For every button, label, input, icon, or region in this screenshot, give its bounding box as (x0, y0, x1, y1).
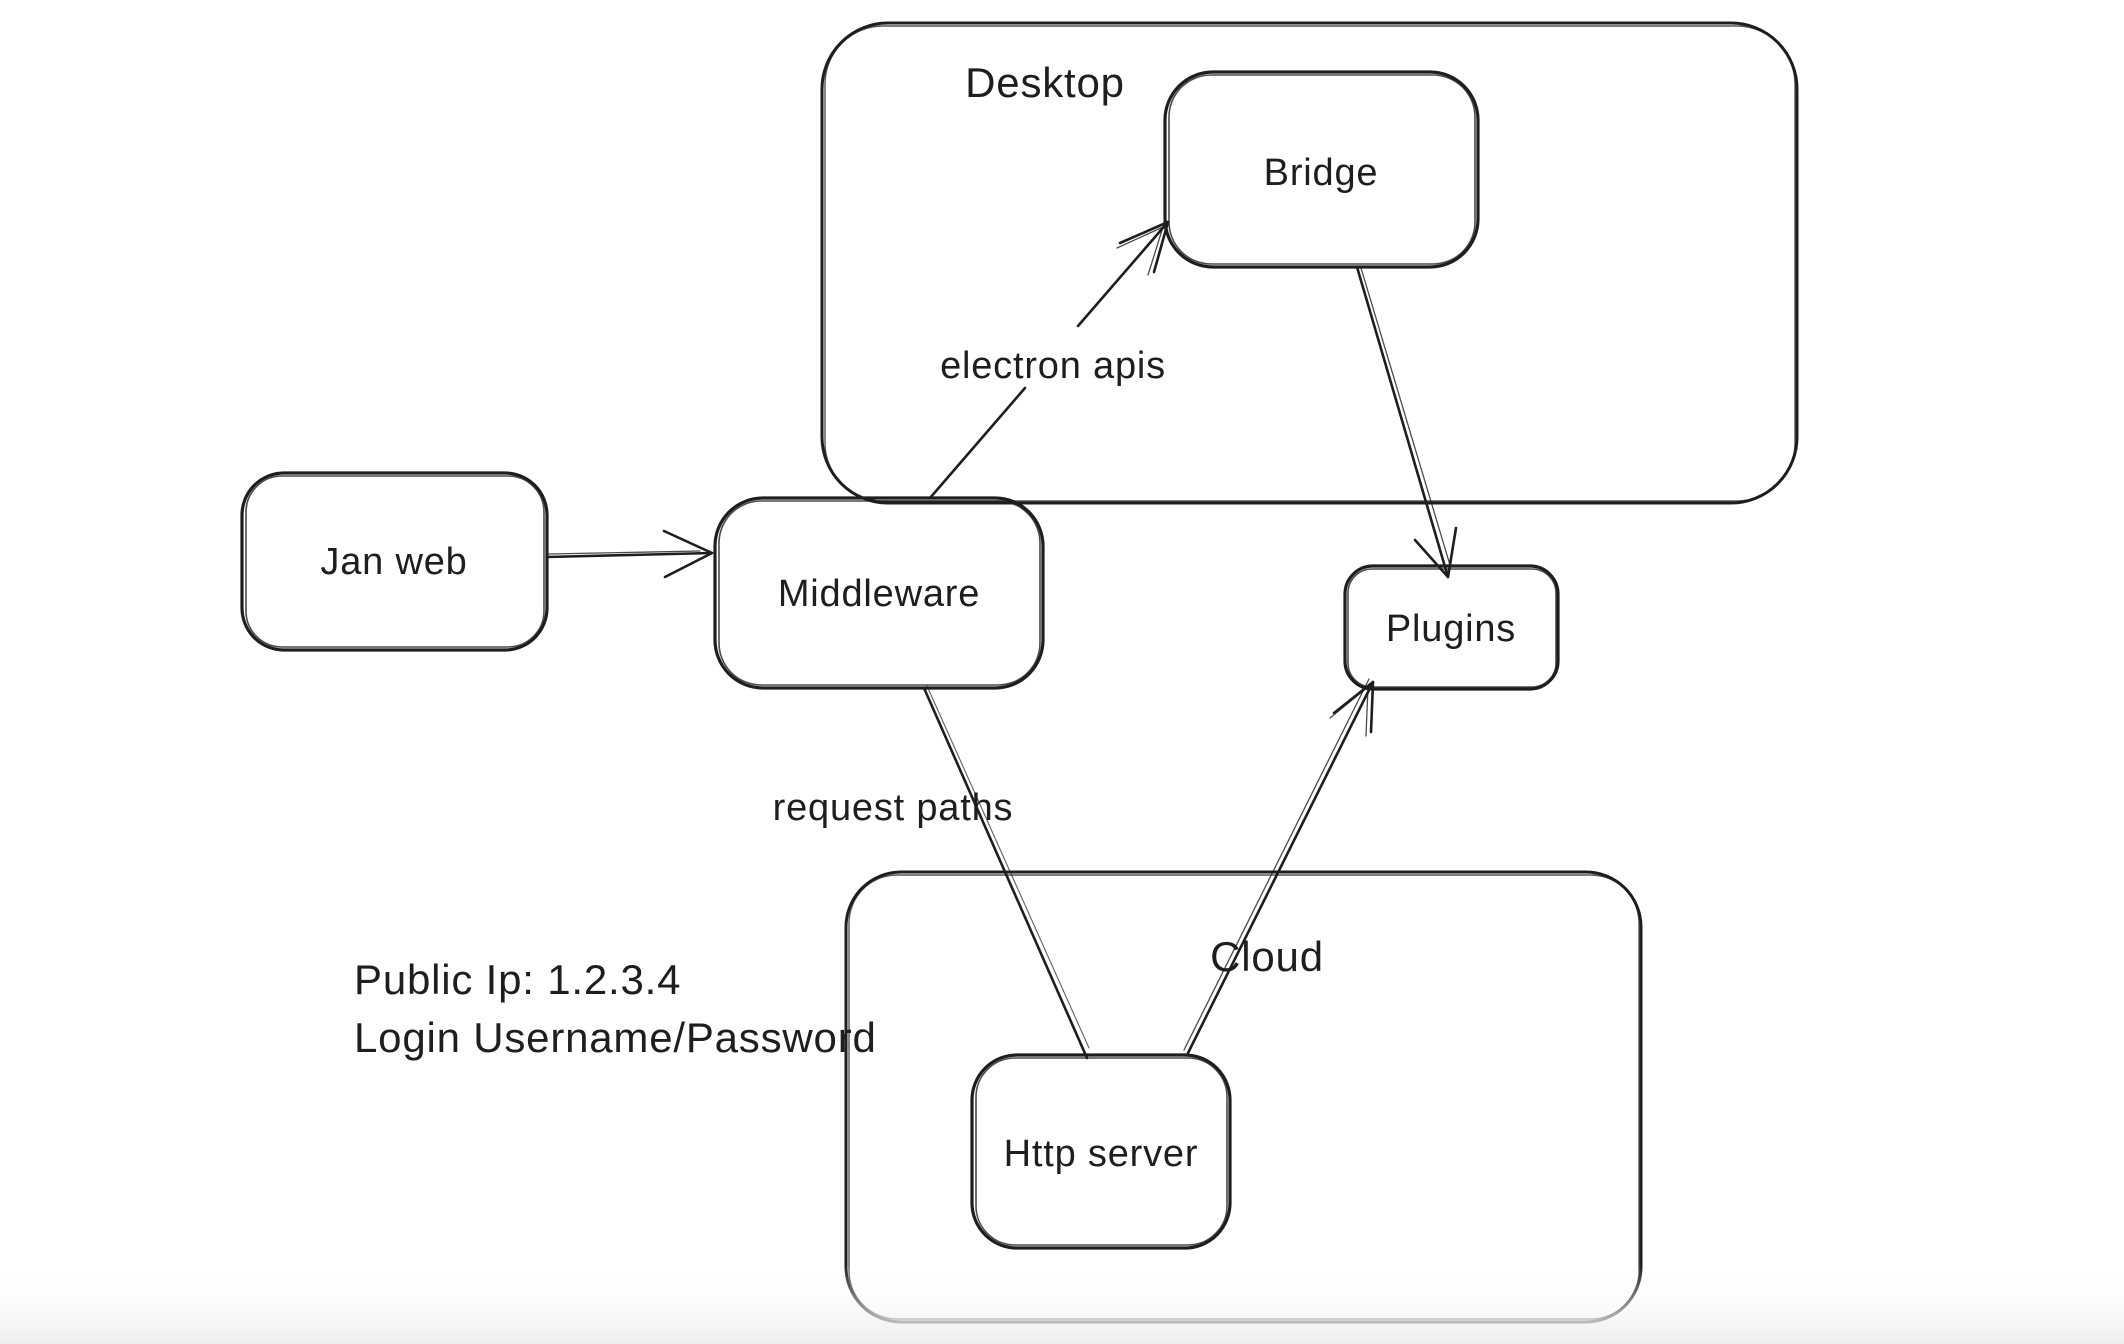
container-desktop[interactable] (820, 21, 1799, 505)
edge-sketch-stroke (1360, 267, 1451, 566)
edge-middleware-to-bridge[interactable] (928, 220, 1170, 500)
node-bridge[interactable] (1163, 70, 1480, 269)
public-ip-text: Public Ip: 1.2.3.4 (354, 956, 681, 1003)
edge-sketch-stroke (1183, 678, 1370, 1051)
middleware-label: Middleware (778, 573, 980, 615)
http-server-box-outline (970, 1053, 1232, 1250)
arrowhead-icon (1332, 680, 1375, 734)
bottom-fade-band (0, 1264, 2124, 1344)
edge-line (1186, 680, 1375, 1055)
jan-web-box-outline (240, 471, 549, 652)
desktop-container-label: Desktop (965, 59, 1125, 106)
bridge-box-outline (1163, 70, 1480, 269)
text-layer: Desktop Cloud Jan web Middleware Bridge … (320, 59, 1516, 1175)
edge-bridge-to-plugins[interactable] (1355, 265, 1458, 579)
node-middleware[interactable] (713, 496, 1045, 690)
plugins-box-sketch-stroke (1347, 568, 1557, 688)
arrowhead-icon (662, 529, 714, 579)
arrowhead-icon (1413, 526, 1458, 579)
jan-web-label: Jan web (320, 541, 467, 583)
request-paths-edge-label: request paths (773, 787, 1014, 829)
middleware-box-outline (713, 496, 1045, 690)
node-jan-web[interactable] (240, 471, 549, 652)
login-credentials-text: Login Username/Password (354, 1014, 877, 1061)
edge-http-server-to-plugins[interactable] (1183, 678, 1375, 1055)
stroke-layer (240, 21, 1799, 1324)
edge-line (928, 386, 1027, 500)
edge-line (545, 551, 714, 559)
http-server-box-sketch-stroke (975, 1057, 1228, 1246)
edge-middleware-to-http-server[interactable] (922, 685, 1090, 1060)
electron-apis-edge-label: electron apis (940, 345, 1166, 387)
arrowhead-sketch-stroke (1329, 686, 1369, 737)
node-http-server[interactable] (970, 1053, 1232, 1250)
middleware-box-sketch-stroke (718, 500, 1041, 686)
annotation-credentials: Public Ip: 1.2.3.4 Login Username/Passwo… (354, 956, 877, 1061)
bridge-label: Bridge (1264, 152, 1379, 194)
edge-sketch-stroke (548, 550, 701, 555)
edge-line (922, 686, 1089, 1060)
node-plugins[interactable] (1343, 564, 1560, 691)
arrowhead-icon (1118, 220, 1170, 274)
edge-layer (545, 220, 1458, 1060)
plugins-label: Plugins (1386, 608, 1516, 650)
plugins-box-outline (1343, 564, 1560, 691)
desktop-box-sketch-stroke (824, 25, 1796, 502)
jan-web-box-sketch-stroke (245, 475, 545, 648)
edge-jan-web-to-middleware[interactable] (545, 529, 714, 579)
edge-line (1355, 265, 1450, 579)
edge-line (1076, 220, 1170, 328)
edge-sketch-stroke (926, 685, 1090, 1049)
http-server-label: Http server (1004, 1133, 1199, 1175)
bridge-box-sketch-stroke (1168, 74, 1476, 265)
arrowhead-sketch-stroke (1116, 226, 1164, 276)
desktop-box-outline (820, 21, 1799, 505)
